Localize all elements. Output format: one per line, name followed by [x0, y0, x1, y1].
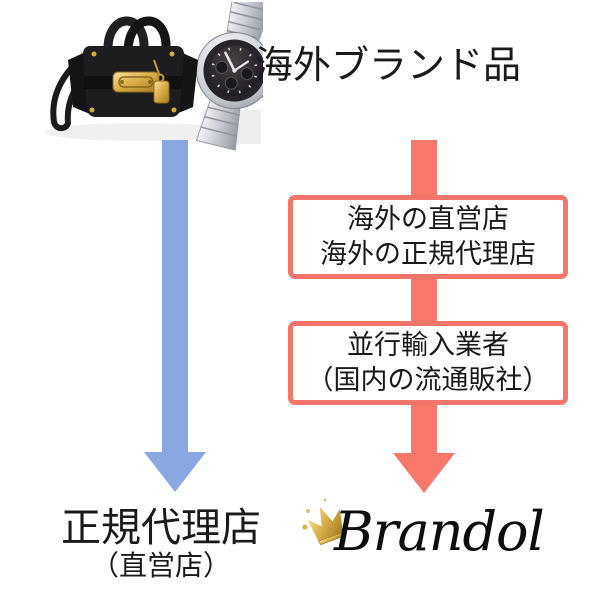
parallel-importer-line1: 並行輸入業者: [347, 330, 509, 360]
parallel-route-arrow-shaft: [411, 140, 437, 453]
official-route-arrow-head: [144, 452, 206, 492]
brandol-wordmark: Brandol: [334, 500, 545, 563]
page-title: 海外ブランド品: [255, 45, 522, 87]
authorized-dealer-label: 正規代理店 （直営店）: [11, 506, 311, 582]
parallel-importer-box: 並行輸入業者 （国内の流通販社）: [288, 321, 568, 405]
overseas-dealer-line1: 海外の直営店: [347, 204, 509, 234]
parallel-route-arrow-head: [393, 453, 455, 493]
product-image: [45, 2, 263, 151]
watch-icon: [195, 2, 263, 151]
official-route-arrow-shaft: [162, 140, 188, 452]
authorized-dealer-line2: （直営店）: [90, 550, 231, 581]
authorized-dealer-line1: 正規代理店: [61, 506, 261, 550]
crown-icon: [302, 498, 344, 546]
overseas-dealer-line2: 海外の正規代理店: [320, 239, 536, 269]
parallel-importer-line2: （国内の流通販社）: [306, 365, 550, 395]
handbag-icon: [50, 16, 198, 132]
overseas-dealer-box: 海外の直営店 海外の正規代理店: [288, 195, 568, 279]
